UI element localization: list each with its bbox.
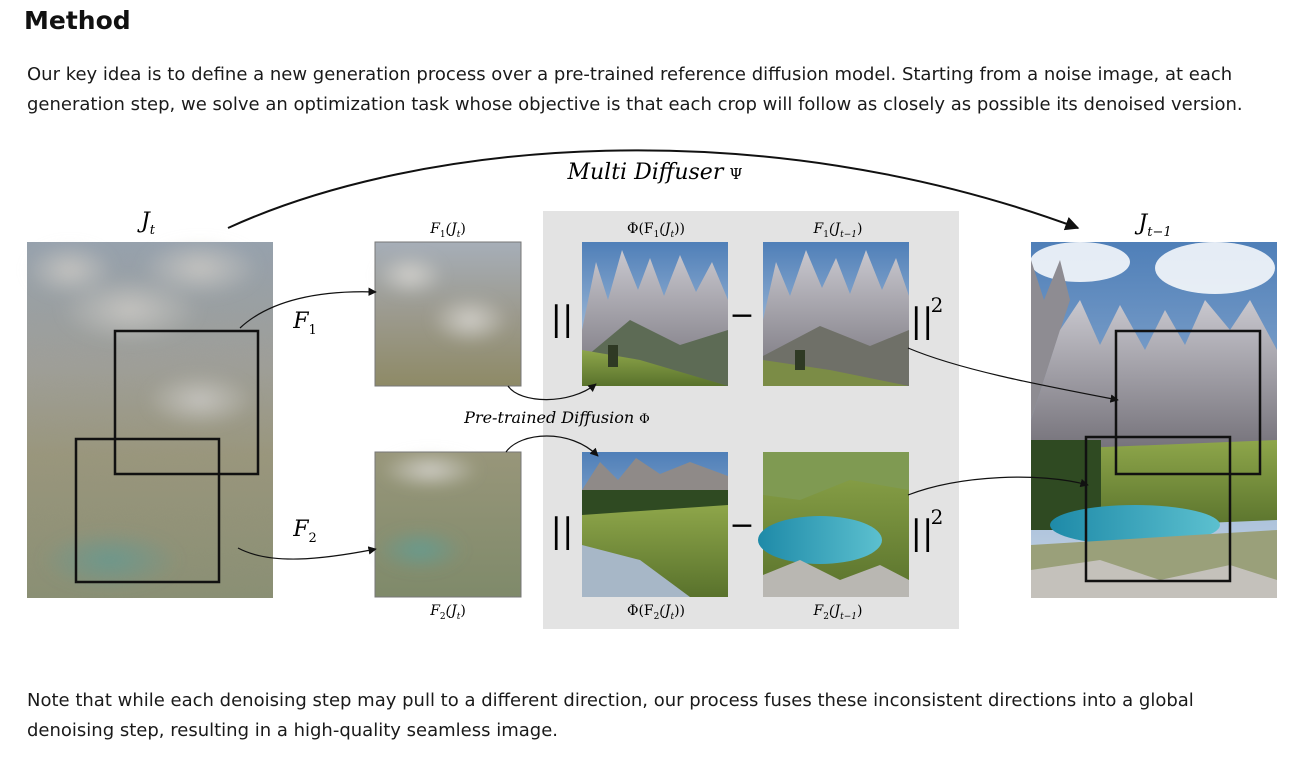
intro-paragraph: Our key idea is to define a new generati… <box>27 64 1243 115</box>
label-f2: F2 <box>292 517 317 546</box>
arrow-to-output-2 <box>907 476 1089 496</box>
minus-1: − <box>729 298 754 333</box>
denoised-image-f1 <box>582 242 728 386</box>
norm-open-2: || <box>551 511 574 551</box>
label-f2-jt1: F2(Jt−1) <box>813 603 863 622</box>
label-f1: F1 <box>292 309 317 338</box>
minus-2: − <box>729 508 754 543</box>
section-heading: Method <box>24 6 131 35</box>
label-f1-jt1: F1(Jt−1) <box>813 221 863 240</box>
multi-diffuser-arrow <box>227 149 1080 231</box>
arrow-diffusion-1 <box>507 383 597 401</box>
crop-box-2 <box>74 437 221 584</box>
target-image-f2 <box>758 452 909 597</box>
label-jt1: Jt−1 <box>1134 211 1171 240</box>
crop-image-f1 <box>374 241 522 387</box>
norm-exp-2: 2 <box>931 505 944 529</box>
conclusion-paragraph: Note that while each denoising step may … <box>27 690 1194 741</box>
label-f1-jt: F1(Jt) <box>429 221 466 240</box>
target-image-f1 <box>763 242 909 386</box>
norm-close-2: || <box>911 513 934 553</box>
label-f2-jt: F2(Jt) <box>429 603 466 622</box>
arrow-diffusion-2 <box>505 435 599 457</box>
crop-box-2-out <box>1084 435 1232 583</box>
arrow-f1-crop <box>239 287 377 329</box>
label-phi-f1: Φ(F1(Jt)) <box>627 221 685 240</box>
crop-box-1 <box>113 329 260 476</box>
noisy-image-jt <box>25 238 273 598</box>
norm-exp-1: 2 <box>931 293 944 317</box>
norm-open-1: || <box>551 299 574 339</box>
arrow-to-output-1 <box>907 347 1119 403</box>
crop-image-f2 <box>374 450 522 598</box>
label-phi-f2: Φ(F2(Jt)) <box>627 603 685 622</box>
arrow-f2-crop <box>237 546 377 560</box>
denoised-image-f2 <box>582 452 728 597</box>
label-jt: Jt <box>137 209 156 238</box>
output-image-jt1 <box>1030 242 1277 598</box>
norm-close-1: || <box>911 301 934 341</box>
